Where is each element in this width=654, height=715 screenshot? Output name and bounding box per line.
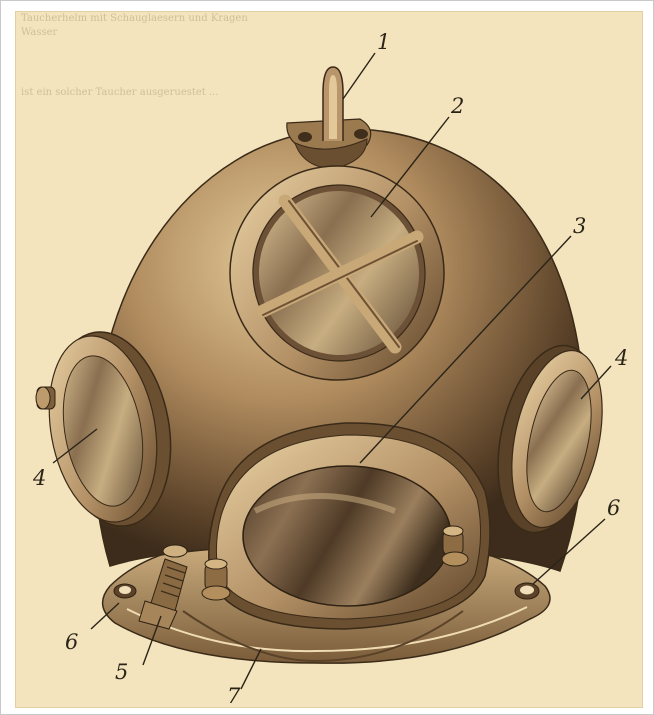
- wing-nut-left: [202, 559, 230, 600]
- callout-4-left: 4: [32, 466, 46, 490]
- callout-3: 3: [573, 214, 586, 238]
- front-window: [209, 423, 490, 629]
- callout-4-right: 4: [614, 346, 628, 370]
- bolt-hole-right: [515, 583, 539, 599]
- callout-7: 7: [227, 684, 241, 708]
- bolt-hole-left: [114, 584, 136, 598]
- paper-background: Taucherhelm mit Schauglaesern und Kragen…: [15, 11, 643, 708]
- callout-5: 5: [115, 660, 128, 684]
- callout-2: 2: [450, 94, 464, 118]
- callout-6-left: 6: [65, 630, 78, 654]
- diving-helmet-illustration: 1 2 3 4 4 5 6 6 7: [15, 11, 643, 708]
- callout-1: 1: [377, 30, 390, 54]
- callout-6-right: 6: [607, 496, 620, 520]
